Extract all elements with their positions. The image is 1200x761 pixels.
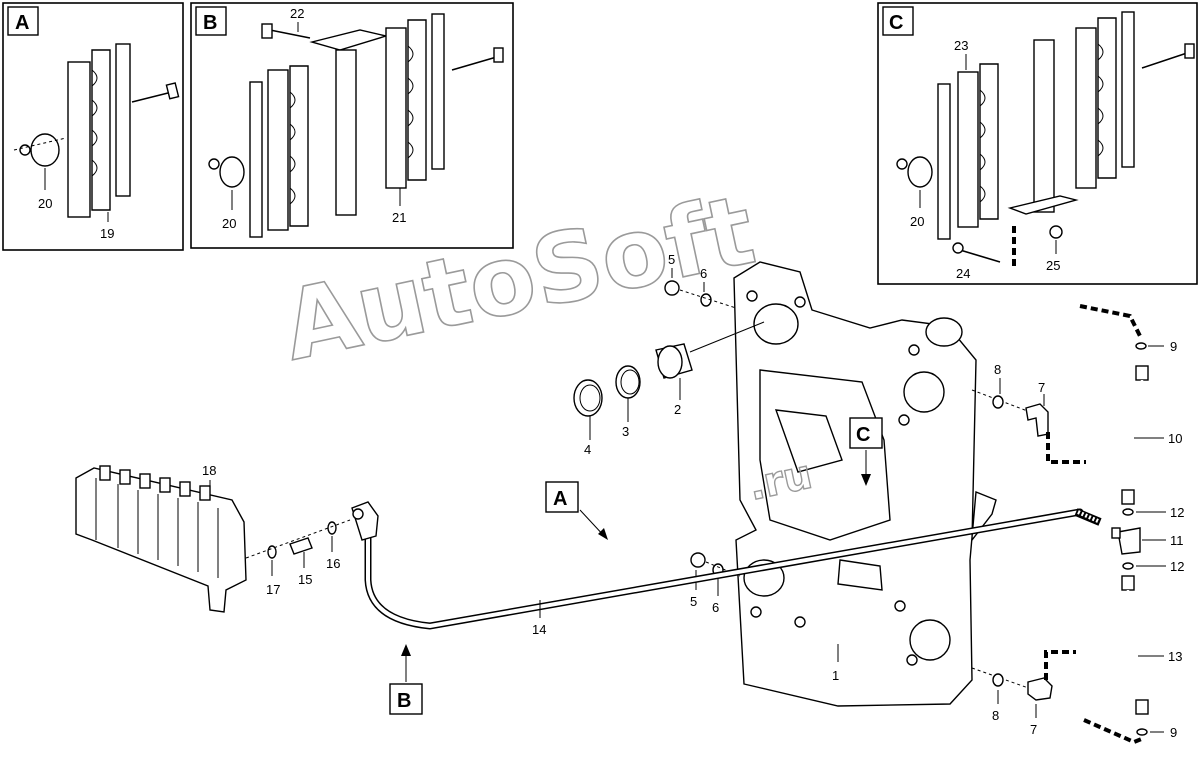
bushings: 2 3 4 <box>573 321 765 457</box>
inset-b-letter: B <box>203 12 217 34</box>
ref-c-letter: C <box>856 424 870 446</box>
ref-c: C <box>849 417 883 486</box>
ref-b-letter: B <box>397 690 411 712</box>
inset-a-letter-box <box>7 6 39 36</box>
callout-6-bottom: 6 <box>712 600 719 615</box>
callout-10: 10 <box>1168 431 1182 446</box>
fittings-7-8-top: 8 7 <box>971 362 1086 464</box>
callout-13: 13 <box>1168 649 1182 664</box>
callout-20-a: 20 <box>38 196 52 211</box>
callout-9-bottom: 9 <box>1170 725 1177 740</box>
callout-2: 2 <box>674 402 681 417</box>
callout-20-b: 20 <box>222 216 236 231</box>
callout-8-top: 8 <box>994 362 1001 377</box>
inset-a-letter: A <box>15 12 29 34</box>
callout-6-top: 6 <box>700 266 707 281</box>
callout-14: 14 <box>532 622 546 637</box>
callout-20-c: 20 <box>910 214 924 229</box>
callout-23: 23 <box>954 38 968 53</box>
ref-a-letter: A <box>553 488 567 510</box>
ref-b: B <box>389 644 423 715</box>
fasteners-5-6-top: 5 6 <box>664 252 737 309</box>
fasteners-5-6-bottom: 5 6 <box>690 552 741 615</box>
hose-14: 14 <box>351 501 1121 637</box>
callout-8-bottom: 8 <box>992 708 999 723</box>
watermark: AutoSoft .ru <box>273 173 817 511</box>
clamp-plate <box>115 43 131 197</box>
t-bracket <box>309 29 389 51</box>
callout-19: 19 <box>100 226 114 241</box>
callout-5-top: 5 <box>668 252 675 267</box>
callout-7-top: 7 <box>1038 380 1045 395</box>
ref-a: A <box>545 481 608 540</box>
callout-16: 16 <box>326 556 340 571</box>
callout-12-bottom: 12 <box>1170 559 1184 574</box>
inset-c-letter-box <box>882 6 914 36</box>
inset-c: C 20 23 24 25 <box>877 2 1198 285</box>
callout-24: 24 <box>956 266 970 281</box>
callout-12-top: 12 <box>1170 505 1184 520</box>
bolt <box>131 91 173 103</box>
clamp-bar-back <box>67 61 91 218</box>
inset-a: A 20 19 <box>2 2 184 251</box>
callout-18: 18 <box>202 463 216 478</box>
callout-1: 1 <box>832 668 839 683</box>
valve-block-18: 18 17 15 16 <box>75 463 351 613</box>
pipe-assembly: 9 10 12 11 12 13 9 <box>1079 304 1184 745</box>
callout-3: 3 <box>622 424 629 439</box>
inset-b-letter-box <box>195 6 227 36</box>
inset-b: B 22 20 21 <box>190 2 514 249</box>
callout-7-bottom: 7 <box>1030 722 1037 737</box>
callout-4: 4 <box>584 442 591 457</box>
callout-25: 25 <box>1046 258 1060 273</box>
cable-clip-20 <box>30 133 60 167</box>
callout-9-top: 9 <box>1170 339 1177 354</box>
callout-5-bottom: 5 <box>690 594 697 609</box>
inset-c-letter: C <box>889 12 903 34</box>
callout-22: 22 <box>290 6 304 21</box>
callout-21: 21 <box>392 210 406 225</box>
callout-15: 15 <box>298 572 312 587</box>
frame-1: 1 <box>733 261 997 707</box>
callout-17: 17 <box>266 582 280 597</box>
callout-11: 11 <box>1170 533 1184 548</box>
clamp-half-19 <box>91 49 111 211</box>
fittings-7-8-bottom: 8 7 <box>971 650 1076 737</box>
